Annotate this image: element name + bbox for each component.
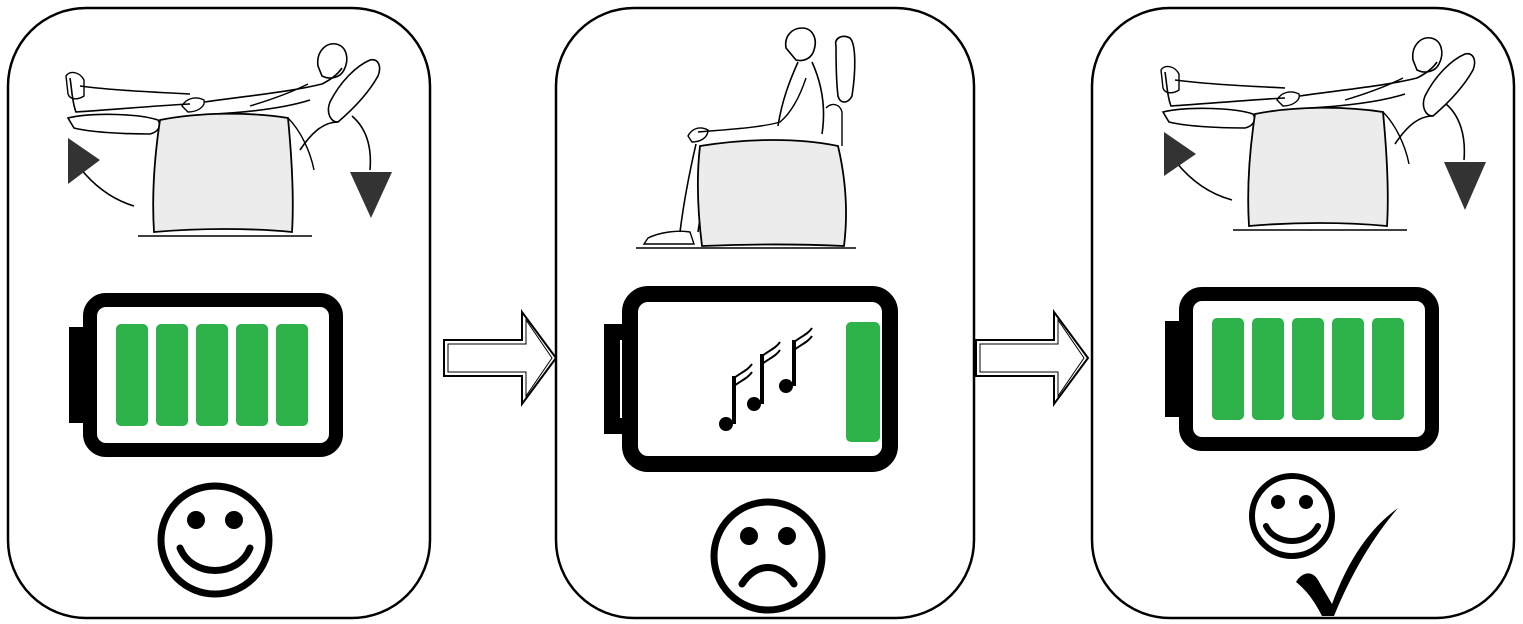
battery-full-icon bbox=[1172, 294, 1432, 444]
panel-2 bbox=[556, 8, 974, 618]
battery-full-icon bbox=[76, 300, 336, 450]
next-arrow-icon bbox=[444, 312, 556, 404]
panel-3 bbox=[1092, 8, 1514, 618]
happy-face-icon bbox=[161, 486, 269, 594]
panel-1 bbox=[8, 8, 430, 618]
battery-low-icon bbox=[612, 294, 890, 464]
battery-bar bbox=[846, 322, 880, 442]
next-arrow-icon bbox=[976, 312, 1088, 404]
happy-face-icon bbox=[1252, 476, 1332, 556]
sad-face-icon bbox=[714, 502, 822, 610]
